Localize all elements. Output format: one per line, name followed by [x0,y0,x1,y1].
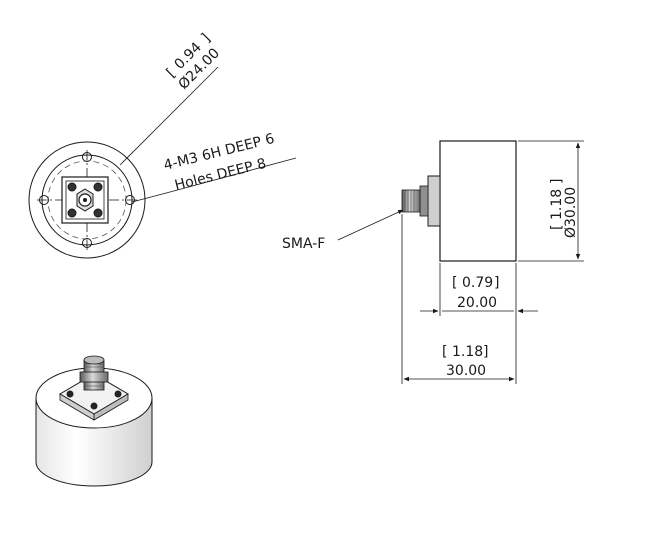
dia-inch-bracket: [ [164,66,179,81]
side-flange [427,175,441,227]
mounting-hole [39,195,49,205]
flange-screw [93,208,103,218]
side-view: SMA-F [ 1.18 ] Ø30.00 [ 0.79 ] 20.00 [ 1… [282,140,584,384]
svg-text:]: ] [483,344,488,360]
flange-screw [67,182,77,192]
height-inch: 1.18 [549,189,565,220]
body-width-inch: 0.79 [462,275,493,291]
side-body [439,140,517,262]
svg-text:[: [ [549,225,565,230]
sma-label: SMA-F [282,236,325,252]
mounting-hole [82,238,92,248]
sma-leader [337,209,404,241]
front-view: [ 0.94 ] Ø24.00 4-M3 6H DEEP 6 Holes DEE… [28,31,297,259]
outer-body-circle [28,141,146,259]
flange-screw [67,208,77,218]
diameter-leader [119,66,219,166]
overall-width-mm: 30.00 [446,363,486,379]
height-mm: Ø30.00 [563,187,579,238]
svg-text:]: ] [199,31,214,46]
overall-width-inch: 1.18 [452,344,483,360]
mounting-hole [125,195,135,205]
holes-leader [169,157,297,193]
svg-text:[: [ [442,344,447,360]
flange-screw [93,182,103,192]
body-width-mm: 20.00 [457,295,497,311]
isometric-view [35,355,153,487]
mounting-hole [82,152,92,162]
svg-text:[: [ [452,275,457,291]
svg-text:]: ] [494,275,499,291]
svg-text:]: ] [549,179,565,184]
